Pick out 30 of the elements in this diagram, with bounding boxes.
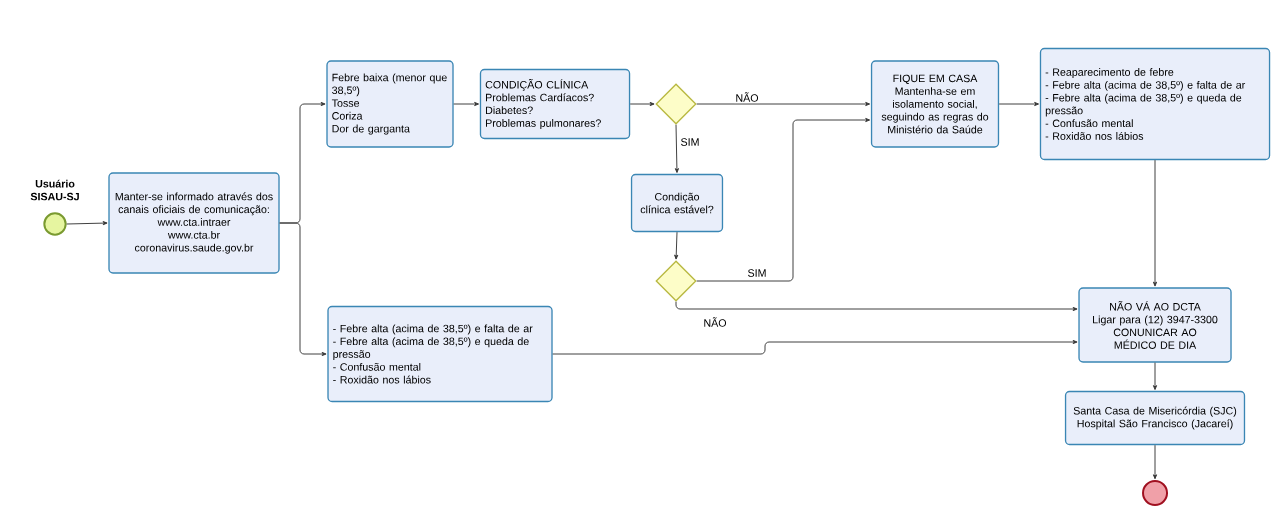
arrow	[674, 231, 679, 260]
arrow	[453, 101, 479, 107]
process-box: Santa Casa de Misericórdia (SJC) Hospital São Francisco (Jacareí)	[1064, 390, 1246, 446]
arrow	[552, 339, 1078, 355]
arrow	[279, 222, 327, 357]
arrow	[629, 101, 655, 107]
process-box: - Febre alta (acima de 38,5º) e falta de ar - Febre alta (acima de 38,5º) e queda de pressão - Confusão mental - Roxidão nos lábios	[327, 305, 553, 403]
arrow	[66, 221, 108, 226]
edge-label: NÃO	[702, 315, 728, 329]
edge-label: SIM	[746, 267, 768, 279]
edge-label: NÃO	[734, 90, 760, 104]
arrow	[696, 101, 871, 107]
arrow	[696, 117, 871, 282]
start-label: Usuário SISAU-SJ	[30, 179, 79, 201]
process-box: Condição clínica estável?	[630, 173, 724, 233]
arrow	[1152, 362, 1158, 390]
end-circle	[1142, 480, 1168, 506]
decision-diamond	[655, 83, 697, 125]
arrow	[1152, 159, 1158, 287]
arrow	[998, 101, 1040, 107]
process-box: CONDIÇÃO CLÍNICA Problemas Cardíacos? Diabetes? Problemas pulmonares?	[479, 68, 631, 140]
edge-label: SIM	[679, 136, 701, 148]
process-box: NÃO VÁ AO DCTA Ligar para (12) 3947-3300 CONUNICAR AO MÉDICO DE DIA	[1078, 287, 1232, 363]
process-box: Febre baixa (menor que 38,5º) Tosse Coriza Dor de garganta	[326, 60, 454, 148]
decision-diamond	[655, 260, 697, 302]
process-box: - Reaparecimento de febre - Febre alta (acima de 38,5º) e falta de ar - Febre alta (acima de 38,5º) e queda de pressão - Confusão mental - Roxidão nos lábios	[1039, 47, 1271, 161]
arrow	[674, 124, 679, 173]
process-box: Manter-se informado através dos canais oficiais de comunicação: www.cta.intraer www.cta.br coronavirus.saude.gov.br	[108, 172, 280, 274]
arrow	[1152, 444, 1158, 480]
process-box: FIQUE EM CASA Mantenha-se em isolamento social, seguindo as regras do Ministério da Saúde	[870, 60, 1000, 148]
